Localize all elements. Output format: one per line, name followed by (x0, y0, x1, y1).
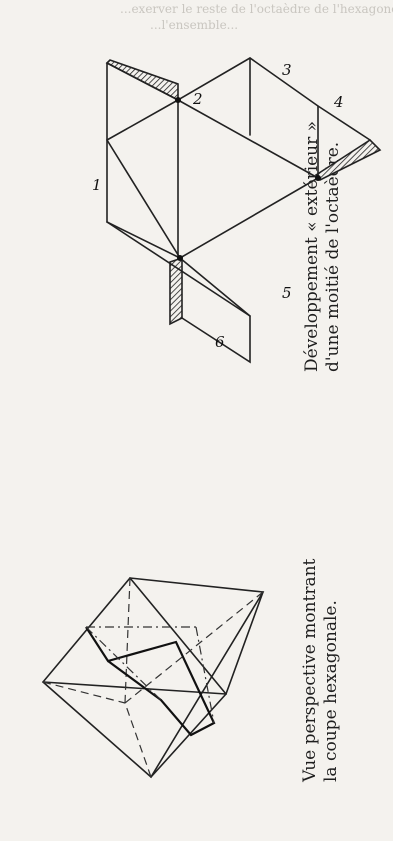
net-edge (179, 177, 319, 259)
perspective-hidden-edge (124, 702, 152, 778)
net-label-5: 5 (282, 284, 292, 302)
net-label-6: 6 (215, 333, 225, 351)
perspective-edge (129, 577, 227, 695)
net-label-3: 3 (282, 61, 292, 79)
net-label-2: 2 (192, 90, 203, 108)
perspective-outline (41, 577, 265, 779)
top-fragment-line2: ...l'ensemble... (150, 18, 239, 32)
octahedron-net: 1 2 3 4 5 6 (92, 57, 382, 364)
net-edge (177, 99, 319, 179)
net-label-4: 4 (333, 93, 344, 111)
net-edge (106, 99, 179, 141)
hexagon-hidden-edge (85, 626, 162, 701)
perspective-edge (42, 681, 227, 695)
octahedron-perspective (41, 577, 265, 779)
net-edge (106, 221, 181, 259)
perspective-edge (225, 591, 264, 695)
net-outline-top (106, 57, 371, 141)
net-edge (179, 257, 251, 317)
net-label-1: 1 (92, 176, 102, 194)
net-edge (106, 139, 181, 259)
perspective-edge (150, 693, 227, 778)
hexagon-section (85, 626, 216, 737)
perspective-hidden-edge (42, 681, 126, 704)
perspective-hidden-edge (124, 591, 264, 704)
hexagon-hidden-edge (195, 626, 215, 724)
top-fragment-line1: ...exerver le reste de l'octaèdre de l'h… (120, 2, 393, 16)
perspective-hidden-edge (124, 577, 131, 704)
glue-tab-4 (314, 138, 382, 182)
